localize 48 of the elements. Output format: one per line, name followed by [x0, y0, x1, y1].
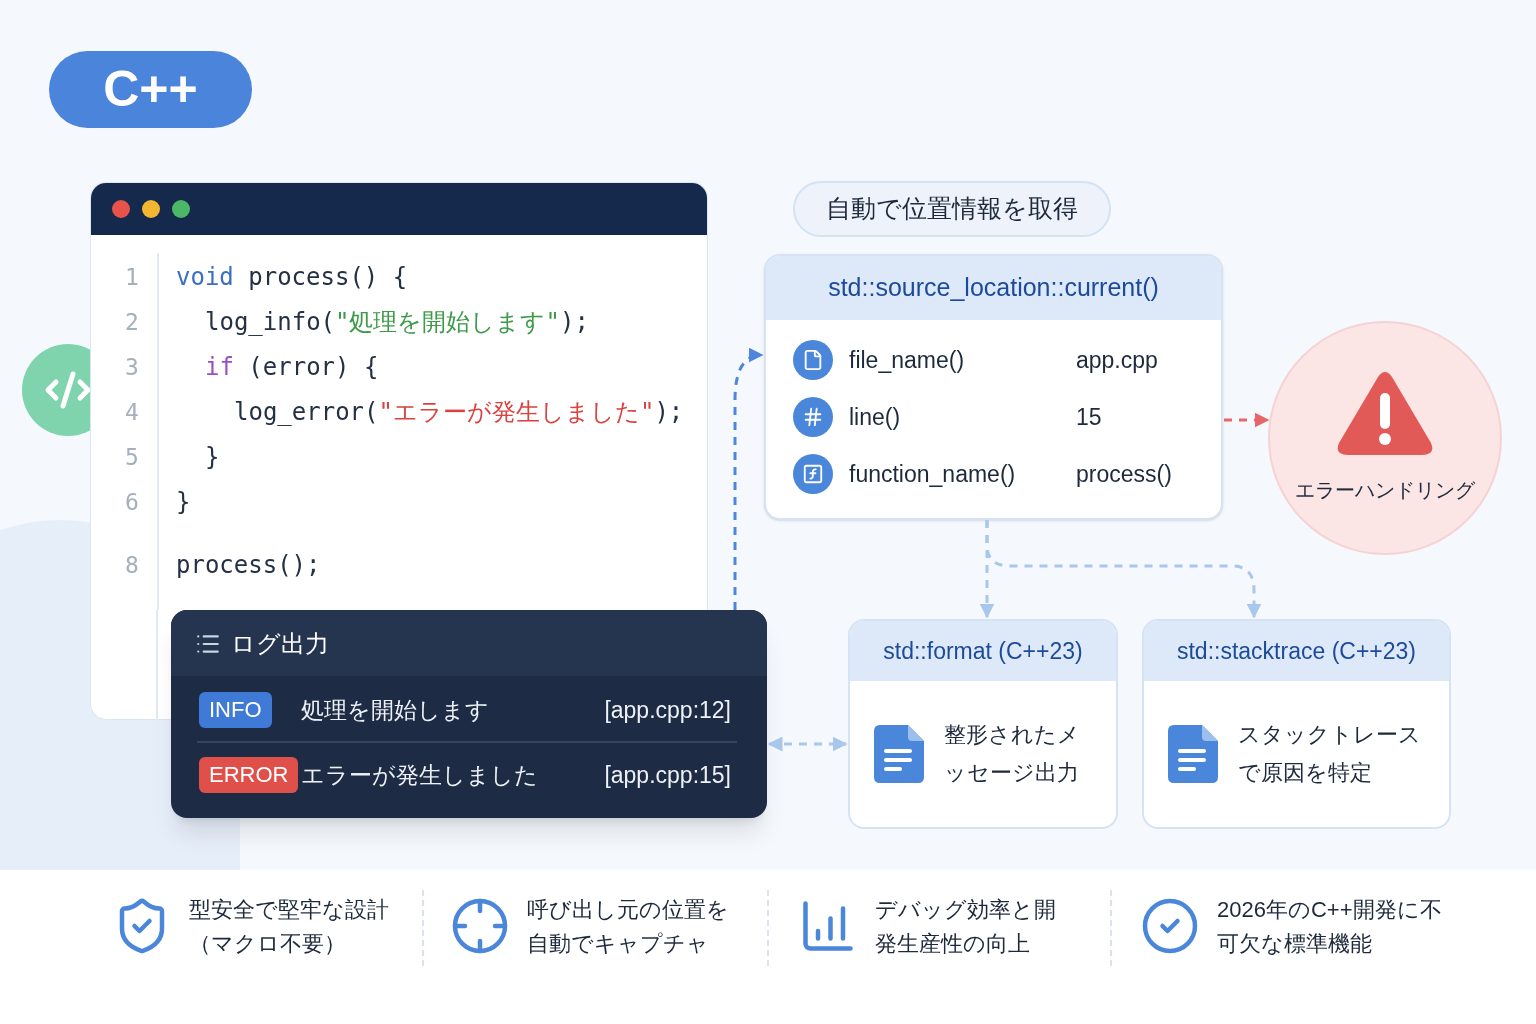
- card-title: std::stacktrace (C++23): [1144, 621, 1449, 681]
- error-level-tag: ERROR: [199, 757, 299, 793]
- feature-text: デバッグ効率と開発生産性の向上: [875, 896, 1057, 958]
- line-number: 5: [125, 443, 139, 472]
- panel-title: ログ出力: [231, 629, 329, 659]
- line-number: 1: [125, 263, 139, 292]
- dashed-arrow: [1224, 412, 1270, 428]
- feature-text: 呼び出し元の位置を自動でキャプチャ: [527, 896, 730, 958]
- circle-label: エラーハンドリング: [1295, 478, 1475, 503]
- function-name: file_name(): [849, 346, 965, 375]
- code-line: log_error("エラーが発生しました");: [234, 397, 684, 428]
- return-value: app.cpp: [1076, 346, 1158, 375]
- feature-card: [1142, 619, 1451, 829]
- return-value: process(): [1076, 460, 1172, 489]
- code-line: process();: [176, 550, 321, 581]
- line-number: 8: [125, 551, 139, 580]
- log-output-panel: [171, 610, 767, 818]
- line-number: 2: [125, 308, 139, 337]
- caption-pill: 自動で位置情報を取得: [793, 181, 1111, 237]
- log-message: エラーが発生しました: [301, 761, 538, 790]
- line-number: 3: [125, 353, 139, 382]
- code-editor-window: [90, 182, 708, 610]
- info-level-tag: INFO: [199, 692, 272, 728]
- code-line: }: [205, 442, 220, 473]
- dashed-arrow: [985, 520, 1262, 619]
- card-description: スタックトレースで原因を特定: [1238, 721, 1422, 787]
- code-line: void process() {: [176, 262, 408, 293]
- function-name: line(): [849, 403, 901, 432]
- code-line: }: [176, 487, 191, 518]
- dashed-arrow: [767, 736, 848, 752]
- code-line: if (error) {: [205, 352, 379, 383]
- dashed-arrow: [733, 348, 764, 610]
- feature-text: 2026年のC++開発に不可欠な標準機能: [1217, 896, 1443, 958]
- api-card: [764, 254, 1223, 520]
- feature-text: 型安全で堅牢な設計（マクロ不要）: [189, 896, 390, 958]
- card-title: std::format (C++23): [850, 621, 1116, 681]
- log-message: 処理を開始します: [301, 696, 489, 725]
- log-location: [app.cpp:12]: [604, 696, 731, 725]
- log-location: [app.cpp:15]: [604, 761, 731, 790]
- feature-card: [848, 619, 1118, 829]
- function-name: function_name(): [849, 460, 1016, 489]
- code-line: log_info("処理を開始します");: [205, 307, 589, 338]
- card-title: std::source_location::current(): [766, 256, 1221, 320]
- card-description: 整形されたメッセージ出力: [944, 721, 1081, 787]
- line-number: 6: [125, 488, 139, 517]
- return-value: 15: [1076, 403, 1102, 432]
- language-badge: C++: [49, 51, 252, 128]
- line-number: 4: [125, 398, 139, 427]
